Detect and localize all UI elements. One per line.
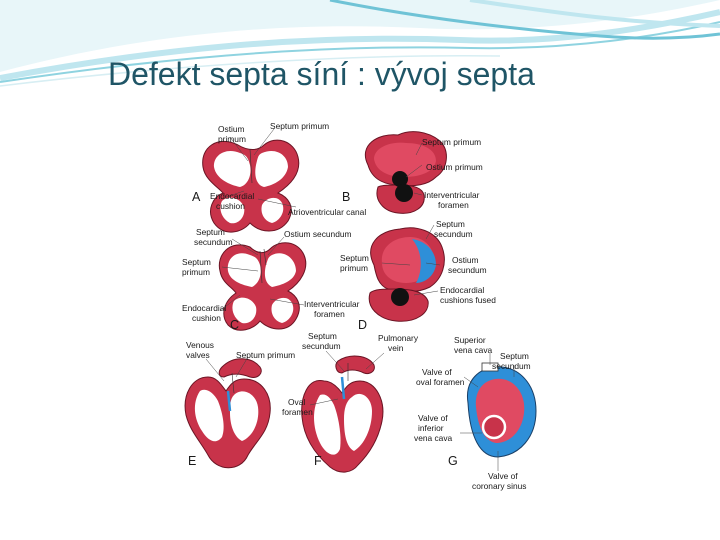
label-primum-c: primum — [182, 267, 210, 277]
label-primum-d: primum — [340, 263, 368, 273]
label-interventricular: Interventricular — [424, 190, 480, 200]
label-ostium-primum-b: Ostium primum — [426, 162, 483, 172]
label-oval-foramen: oval foramen — [416, 377, 465, 387]
label-septum-d: Septum — [436, 219, 465, 229]
slide-title: Defekt septa síní : vývoj septa — [108, 56, 535, 92]
label-vena-cava-2: vena cava — [414, 433, 453, 443]
label-vein: vein — [388, 343, 404, 353]
label-cushion-c: cushion — [192, 313, 221, 323]
panel-letter-b: B — [342, 190, 350, 204]
label-secundum-c: secundum — [194, 237, 233, 247]
label-septum-c: Septum — [196, 227, 225, 237]
panel-b: Septum primum Ostium primum Interventric… — [342, 131, 483, 214]
panel-f: Septum secundum Pulmonary vein Oval fora… — [282, 331, 419, 473]
label-vena-cava: vena cava — [454, 345, 493, 355]
label-venous: Venous — [186, 340, 214, 350]
label-valve-of-3: Valve of — [488, 471, 518, 481]
panel-e: Venous valves Septum primum E — [184, 340, 295, 469]
label-interventricular-c: Interventricular — [304, 299, 360, 309]
label-oval: Oval — [288, 397, 305, 407]
label-endocardial-c: Endocardial — [182, 303, 226, 313]
atrial-septum-development-figure: Ostium primum Septum primum Endocardial … — [178, 115, 545, 500]
label-pulmonary: Pulmonary — [378, 333, 419, 343]
label-septum-g: Septum — [500, 351, 529, 361]
header-wave-decoration — [0, 0, 720, 87]
panel-letter-d: D — [358, 318, 367, 332]
label-endocardial-d: Endocardial — [440, 285, 484, 295]
label-atrioventricular-canal: Atrioventricular canal — [288, 207, 366, 217]
label-ostium: Ostium — [218, 124, 245, 134]
label-coronary-sinus: coronary sinus — [472, 481, 526, 491]
label-septum-primum-e: Septum primum — [236, 350, 295, 360]
label-secundum-f: secundum — [302, 341, 341, 351]
label-foramen: foramen — [438, 200, 469, 210]
label-septum-primum: Septum primum — [270, 121, 329, 131]
label-septum-c2: Septum — [182, 257, 211, 267]
label-foramen-f: foramen — [282, 407, 313, 417]
panel-a: Ostium primum Septum primum Endocardial … — [192, 121, 366, 233]
label-secundum-d: secundum — [434, 229, 473, 239]
panel-letter-a: A — [192, 190, 201, 204]
label-secundum-d2: secundum — [448, 265, 487, 275]
label-cushions-fused: cushions fused — [440, 295, 496, 305]
panel-letter-c: C — [230, 318, 239, 332]
label-secundum-g: secundum — [492, 361, 531, 371]
label-endocardial: Endocardial — [210, 191, 254, 201]
label-valve-of-2: Valve of — [418, 413, 448, 423]
label-primum: primum — [218, 134, 246, 144]
label-ostium-secundum-c: Ostium secundum — [284, 229, 352, 239]
label-septum-d2: Septum — [340, 253, 369, 263]
panel-c: Septum secundum Ostium secundum Septum p… — [182, 227, 360, 332]
label-inferior: inferior — [418, 423, 444, 433]
panel-letter-g: G — [448, 454, 458, 468]
label-cushion: cushion — [216, 201, 245, 211]
label-septum-primum-b: Septum primum — [422, 137, 481, 147]
panel-d: Septum secundum Septum primum Ostium sec… — [340, 219, 496, 332]
panel-g: Superior vena cava Septum secundum Valve… — [414, 335, 537, 491]
label-septum-f: Septum — [308, 331, 337, 341]
panel-letter-e: E — [188, 454, 196, 468]
label-valves: valves — [186, 350, 210, 360]
label-superior: Superior — [454, 335, 486, 345]
label-valve-of: Valve of — [422, 367, 452, 377]
panel-letter-f: F — [314, 454, 322, 468]
label-foramen-c: foramen — [314, 309, 345, 319]
label-ostium-d: Ostium — [452, 255, 479, 265]
